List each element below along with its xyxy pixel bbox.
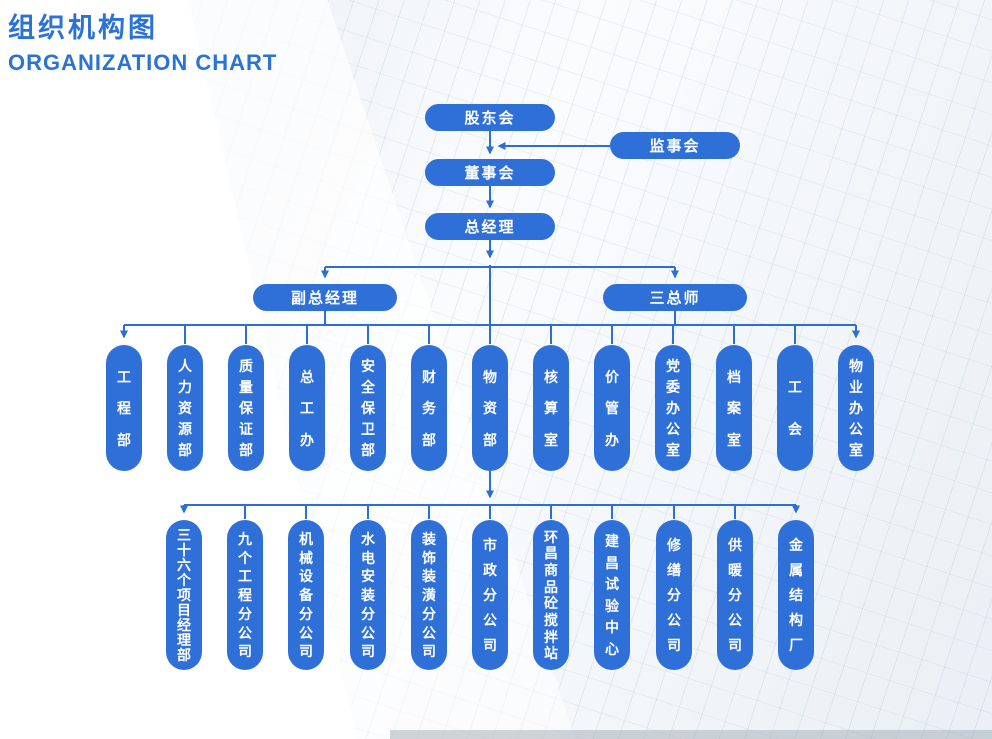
page-subtitle: ORGANIZATION CHART [8, 50, 278, 75]
dept-quality-assurance: 质量保证部 [228, 345, 264, 471]
background-bottom-strip [390, 730, 992, 739]
sub-test-center: 建昌试验中心 [594, 520, 630, 670]
node-general-manager: 总经理 [425, 213, 555, 240]
page-title: 组织机构图 [8, 13, 158, 43]
dept-price-control: 价管办 [594, 345, 630, 471]
sub-municipal-branch: 市政分公司 [472, 520, 508, 670]
dept-labor-union: 工会 [777, 345, 813, 471]
dept-property-office: 物业办公室 [838, 345, 874, 471]
dept-party-committee-office: 党委办公室 [655, 345, 691, 471]
node-three-chief-engineers: 三总师 [603, 284, 747, 311]
node-shareholders-meeting: 股东会 [425, 104, 555, 131]
dept-chief-engineer-office: 总工办 [289, 345, 325, 471]
sub-engineering-branches: 九个工程分公司 [227, 520, 263, 670]
sub-project-manager-departments: 三十六个项目经理部 [166, 520, 202, 670]
dept-accounting: 核算室 [533, 345, 569, 471]
sub-heating-branch: 供暖分公司 [717, 520, 753, 670]
dept-materials: 物资部 [472, 345, 508, 471]
node-supervisory-board: 监事会 [610, 132, 740, 159]
dept-safety-security: 安全保卫部 [350, 345, 386, 471]
node-deputy-general-manager: 副总经理 [253, 284, 397, 311]
dept-human-resources: 人力资源部 [167, 345, 203, 471]
sub-metal-structure-factory: 金属结构厂 [778, 520, 814, 670]
sub-water-electric-installation-branch: 水电安装分公司 [350, 520, 386, 670]
node-board-of-directors: 董事会 [425, 159, 555, 186]
dept-finance: 财务部 [411, 345, 447, 471]
dept-archives: 档案室 [716, 345, 752, 471]
sub-concrete-mixing-station: 环昌商品砼搅拌站 [533, 520, 569, 670]
sub-machinery-equipment-branch: 机械设备分公司 [288, 520, 324, 670]
sub-decoration-branch: 装饰装潢分公司 [411, 520, 447, 670]
dept-engineering: 工程部 [106, 345, 142, 471]
sub-repair-branch: 修缮分公司 [656, 520, 692, 670]
